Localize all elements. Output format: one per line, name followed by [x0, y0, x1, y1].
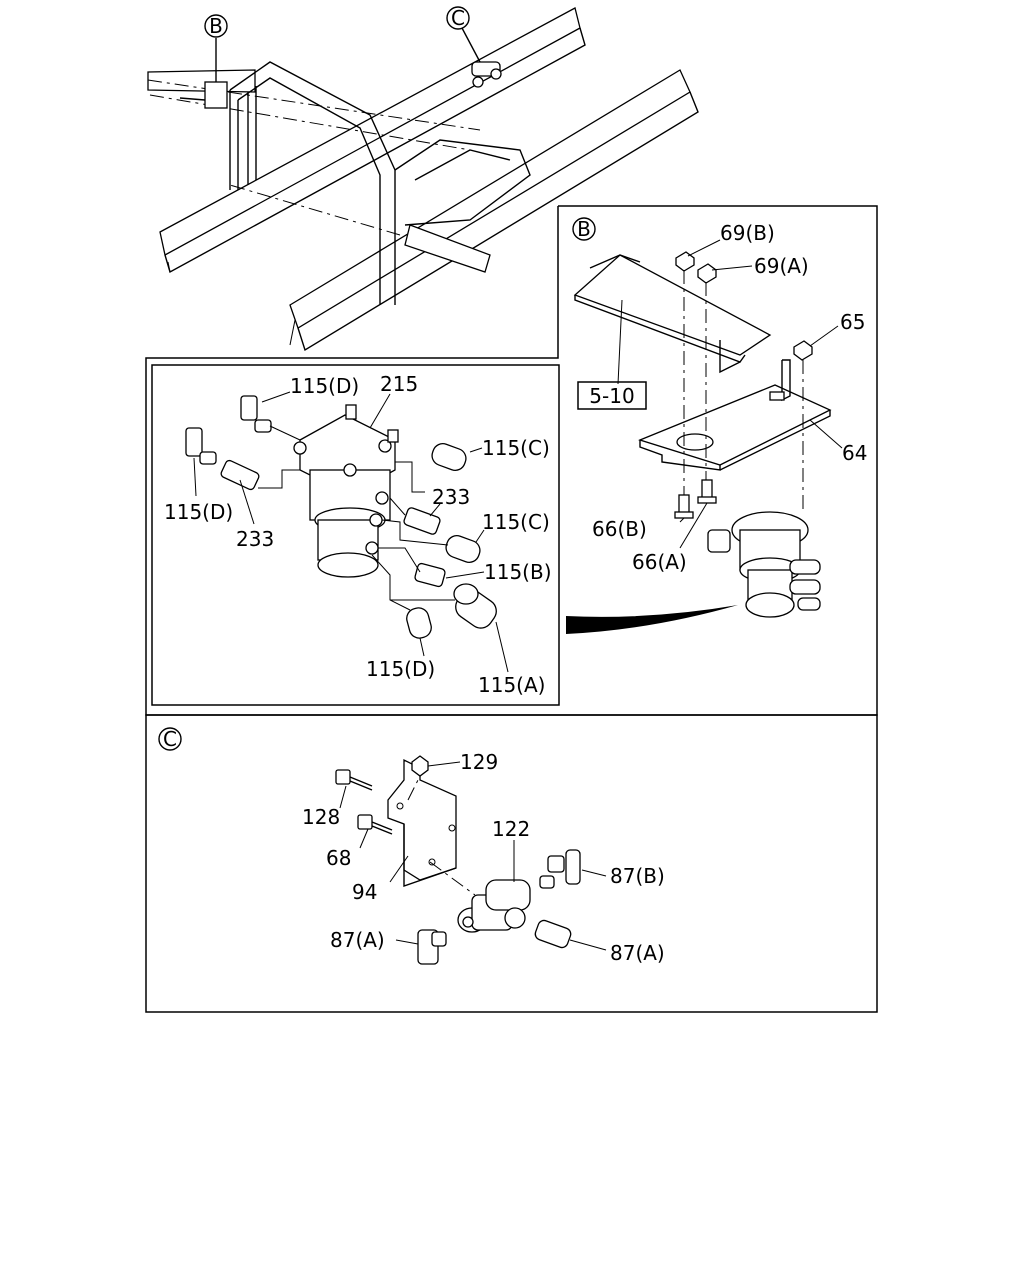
label-115d-top: 115(D)	[290, 374, 359, 398]
bolt-66b	[674, 494, 694, 519]
label-66b: 66(B)	[592, 517, 647, 541]
fitting-115c-top	[431, 443, 467, 471]
fitting-115d-top	[240, 395, 272, 433]
fitting-87a-left	[417, 929, 447, 965]
label-115b: 115(B)	[484, 560, 552, 584]
relay-valve-exploded	[185, 391, 509, 673]
fitting-115a	[453, 583, 497, 629]
label-65: 65	[840, 310, 865, 334]
label-115d-bottom: 115(D)	[366, 657, 435, 681]
nut-69a	[697, 263, 717, 284]
label-122: 122	[492, 817, 530, 841]
bolt-66a	[697, 479, 717, 504]
fitting-115c-mid	[445, 535, 481, 563]
label-64: 64	[842, 441, 867, 465]
fitting-87a-right	[534, 919, 572, 949]
label-87a-right: 87(A)	[610, 941, 665, 965]
fitting-233-right	[403, 507, 441, 535]
valve-122	[457, 879, 531, 933]
label-69b: 69(B)	[720, 221, 775, 245]
fitting-115d-bottom	[406, 607, 432, 639]
label-510-box	[577, 381, 647, 410]
svg-text:C: C	[163, 727, 177, 751]
callout-overview-c: C	[446, 6, 470, 30]
label-66a: 66(A)	[632, 550, 687, 574]
label-215: 215	[380, 372, 418, 396]
label-233-left: 233	[236, 527, 274, 551]
fitting-115b	[414, 562, 446, 588]
svg-text:B: B	[577, 217, 591, 241]
fitting-233-left	[220, 459, 260, 491]
svg-text:C: C	[451, 6, 465, 30]
bolt-128	[335, 769, 373, 791]
callout-overview-b: B	[204, 14, 228, 38]
label-128: 128	[302, 805, 340, 829]
nut-65	[793, 340, 813, 361]
bracket-assembly-b	[566, 239, 843, 634]
label-68: 68	[326, 846, 351, 870]
fitting-87b	[539, 849, 581, 889]
label-69a: 69(A)	[754, 254, 809, 278]
label-115d-left: 115(D)	[164, 500, 233, 524]
label-94: 94	[352, 880, 377, 904]
label-129: 129	[460, 750, 498, 774]
label-233-right: 233	[432, 485, 470, 509]
labels-inset: 115(D) 215 115(C) 115(D) 233 115(C) 233 …	[164, 372, 552, 697]
assembly-arrow	[566, 605, 738, 634]
svg-text:B: B	[209, 14, 223, 38]
bolt-68	[357, 814, 393, 835]
callout-section-b: B	[572, 217, 596, 241]
fitting-115d-left	[185, 427, 217, 465]
relay-valve-assembled	[707, 511, 821, 618]
label-5-10: 5-10	[589, 384, 634, 408]
labels-section-b: 69(B) 69(A) 65 5-10 64 66(B) 66(A)	[577, 221, 867, 574]
label-115a: 115(A)	[478, 673, 545, 697]
labels-section-c: 129 128 122 68 87(B) 94 87(A) 87(A)	[302, 750, 665, 965]
label-87a-left: 87(A)	[330, 928, 385, 952]
nut-69b	[675, 251, 695, 272]
label-87b: 87(B)	[610, 864, 665, 888]
label-115c-top: 115(C)	[482, 436, 550, 460]
label-115c-mid: 115(C)	[482, 510, 550, 534]
section-frames	[145, 205, 878, 1013]
valve-assembly-c	[335, 755, 607, 965]
overview-valve-c	[461, 27, 502, 88]
nut-129	[411, 755, 429, 777]
callout-section-c: C	[158, 727, 182, 751]
chassis-frame	[147, 7, 699, 352]
